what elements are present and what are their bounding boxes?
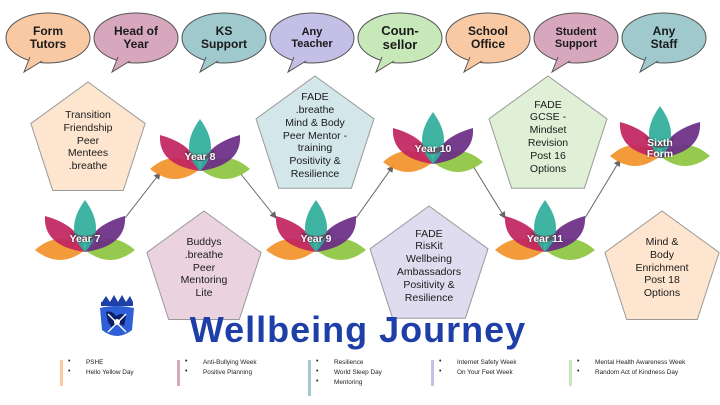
lotus-petal-purple xyxy=(660,122,701,158)
lotus-petal-magenta xyxy=(392,128,433,164)
speech-bubble-tail xyxy=(550,56,571,74)
bubble-school-office: School Office xyxy=(467,23,508,51)
pentagon xyxy=(369,205,489,319)
speech-bubble-tail-mask xyxy=(470,56,482,62)
bubble-head-of-year: Head of Year xyxy=(113,23,158,51)
pentagon xyxy=(255,75,375,189)
pentagon-text-year9: FADE .breathe Mind & Body Peer Mentor - … xyxy=(282,91,348,180)
pentagon xyxy=(488,75,608,189)
legend-item: Anti-Bullying Week xyxy=(185,357,257,368)
pentagon-text-year10: FADE RisKit Wellbeing Ambassadors Positi… xyxy=(396,227,462,304)
lotus-label-year9: Year 9 xyxy=(300,233,332,246)
legend-item: World Sleep Day xyxy=(316,367,382,378)
lotus-center xyxy=(184,149,216,161)
connector-arrow xyxy=(355,165,394,219)
legend-item: Mentoring xyxy=(316,377,382,388)
speech-bubble-tail xyxy=(286,56,307,74)
legend-col-2: Anti-Bullying Week Positive Planning xyxy=(177,357,257,386)
connector-arrow xyxy=(239,172,277,219)
page-title: Wellbeing Journey xyxy=(189,309,527,350)
lotus-petal-magenta xyxy=(44,216,85,252)
speech-bubble-tail-mask xyxy=(294,56,306,62)
lotus-petal-purple xyxy=(85,216,126,252)
speech-bubble-tail xyxy=(198,56,219,74)
legend-col-1: PSHE Hello Yellow Day xyxy=(60,357,134,386)
speech-bubble-tail-mask xyxy=(30,56,42,62)
speech-bubble-tail-mask xyxy=(206,56,218,62)
connector-arrow xyxy=(584,159,621,219)
legend-bar-1 xyxy=(60,360,63,386)
speech-bubble xyxy=(533,12,619,64)
speech-bubble-tail-mask xyxy=(382,56,394,62)
lotus-label-year7: Year 7 xyxy=(69,233,101,246)
legend-bar-2 xyxy=(177,360,180,386)
bubble-ks-support: KS Support xyxy=(201,23,247,51)
lotus-label-year10: Year 10 xyxy=(414,143,452,156)
legend-col-4: Internet Safety Week On Your Feet Week xyxy=(431,357,517,386)
legend-bar-3 xyxy=(308,360,311,396)
speech-bubble-tail-mask xyxy=(646,56,658,62)
lotus-petal-purple xyxy=(433,128,474,164)
bubble-any-staff: Any Staff xyxy=(650,23,678,51)
speech-bubble-tail xyxy=(462,56,483,74)
bubble-any-teacher: Any Teacher xyxy=(291,25,333,50)
lotus-label-sixth: Sixth Form xyxy=(646,136,674,160)
connector-arrow xyxy=(472,165,506,219)
speech-bubble-tail xyxy=(374,56,395,74)
legend-col-3: Resilience World Sleep Day Mentoring xyxy=(308,357,382,396)
legend-item: Random Act of Kindness Day xyxy=(577,367,685,378)
speech-bubble xyxy=(5,12,91,64)
lotus-petal-purple xyxy=(545,216,586,252)
legend-bar-4 xyxy=(431,360,434,386)
legend-item: Internet Safety Week xyxy=(439,357,517,368)
connector-arrow xyxy=(124,172,161,219)
lotus-petal-magenta xyxy=(159,135,200,171)
speech-bubble xyxy=(445,12,531,64)
legend-item: Hello Yellow Day xyxy=(68,367,134,378)
legend-item: On Your Feet Week xyxy=(439,367,517,378)
pentagon-text-year7: Transition Friendship Peer Mentees .brea… xyxy=(63,109,113,173)
speech-bubble xyxy=(269,12,355,64)
pentagon-text-year11: FADE GCSE - Mindset Revision Post 16 Opt… xyxy=(527,98,569,175)
legend-item: Resilience xyxy=(316,357,382,368)
lotus-center xyxy=(417,142,449,154)
lotus-petal-purple xyxy=(316,216,357,252)
school-crest-icon xyxy=(96,292,138,344)
legend-item: Mental Health Awareness Week xyxy=(577,357,685,368)
speech-bubble-tail xyxy=(638,56,659,74)
legend-col-5: Mental Health Awareness Week Random Act … xyxy=(569,357,685,386)
speech-bubble-tail-mask xyxy=(558,56,570,62)
lotus-center xyxy=(644,136,676,148)
speech-bubble xyxy=(357,12,443,64)
pentagon xyxy=(30,81,146,191)
lotus-center xyxy=(529,230,561,242)
speech-bubble xyxy=(621,12,707,64)
lotus-petal-magenta xyxy=(504,216,545,252)
speech-bubble-tail xyxy=(110,56,131,74)
lotus-center xyxy=(69,230,101,242)
bubble-form-tutors: Form Tutors xyxy=(29,23,67,51)
speech-bubble-tail-mask xyxy=(118,56,130,62)
pentagon xyxy=(604,210,720,320)
lotus-petal-magenta xyxy=(619,122,660,158)
lotus-petal-magenta xyxy=(275,216,316,252)
legend-item: Positive Planning xyxy=(185,367,257,378)
speech-bubble xyxy=(181,12,267,64)
bubble-student-support: Student Support xyxy=(554,25,598,50)
lotus-petal-purple xyxy=(200,135,241,171)
speech-bubble xyxy=(93,12,179,64)
pentagon xyxy=(146,210,262,320)
pentagon-text-year8: Buddys .breathe Peer Mentoring Lite xyxy=(180,236,228,300)
bubble-counsellor: Coun- sellor xyxy=(381,22,419,52)
lotus-label-year11: Year 11 xyxy=(526,233,564,246)
pentagon-text-sixth: Mind & Body Enrichment Post 18 Options xyxy=(635,236,689,300)
speech-bubble-tail xyxy=(22,56,43,74)
legend-item: PSHE xyxy=(68,357,134,368)
legend-bar-5 xyxy=(569,360,572,386)
lotus-label-year8: Year 8 xyxy=(184,151,216,164)
lotus-center xyxy=(300,230,332,242)
